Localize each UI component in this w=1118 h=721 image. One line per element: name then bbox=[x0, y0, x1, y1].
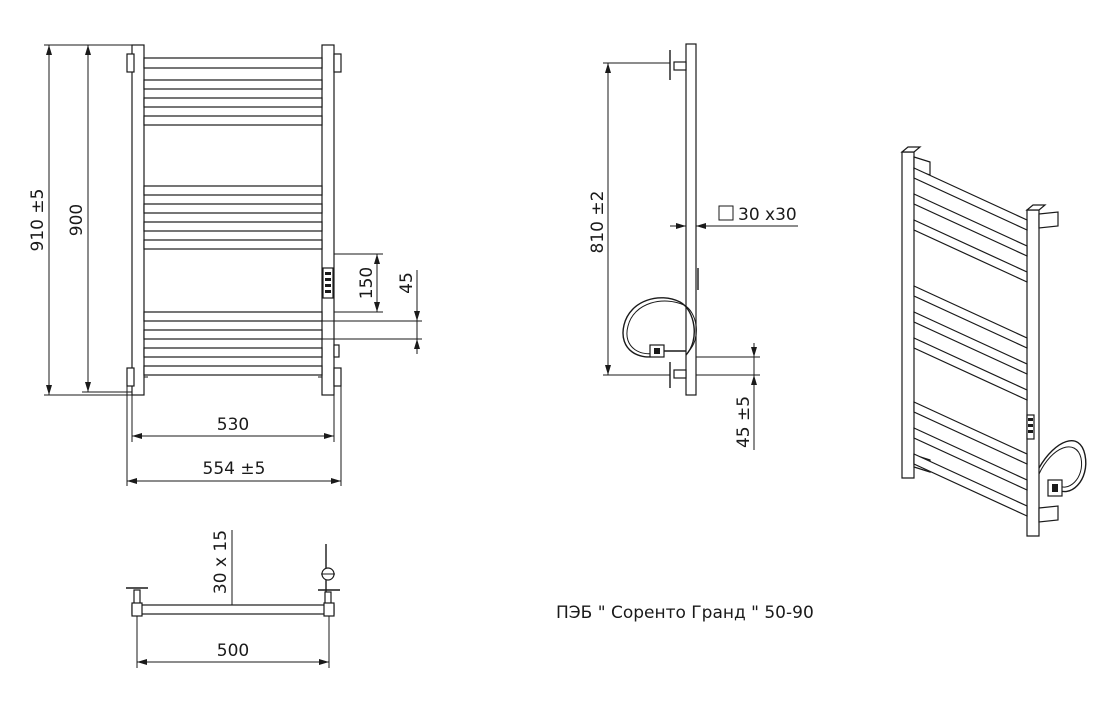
dim-150: 150 bbox=[357, 267, 377, 299]
dim-profile: 30 x30 bbox=[738, 205, 797, 225]
dim-45-front: 45 bbox=[397, 272, 417, 294]
dim-554: 554 ±5 bbox=[203, 459, 266, 479]
dim-530: 530 bbox=[217, 415, 249, 435]
side-view: 810 ±2 30 x30 45 ±5 bbox=[588, 43, 798, 450]
front-view: 910 ±5 900 150 45 530 55 bbox=[28, 44, 422, 486]
square-section-icon bbox=[718, 205, 734, 221]
dim-30x15: 30 x 15 bbox=[211, 530, 231, 594]
dim-45-side: 45 ±5 bbox=[734, 396, 754, 448]
dim-total-height: 910 ±5 bbox=[28, 189, 48, 252]
iso-rungs bbox=[913, 167, 1028, 517]
top-view: 30 x 15 500 bbox=[126, 530, 340, 668]
dim-height: 900 bbox=[67, 204, 87, 236]
rungs bbox=[143, 57, 323, 376]
plug-icon bbox=[649, 344, 686, 358]
wall-brackets bbox=[126, 53, 342, 387]
left-post bbox=[131, 44, 145, 396]
power-cable bbox=[622, 297, 695, 358]
product-title: ПЭБ " Соренто Гранд " 50-90 bbox=[556, 603, 814, 623]
right-post bbox=[321, 44, 335, 396]
heater-stub bbox=[333, 344, 340, 358]
side-post bbox=[685, 43, 697, 396]
dim-810: 810 ±2 bbox=[588, 191, 608, 254]
control-panel-icon bbox=[322, 267, 334, 299]
isometric-view bbox=[900, 146, 1087, 537]
dim-500: 500 bbox=[217, 641, 249, 661]
